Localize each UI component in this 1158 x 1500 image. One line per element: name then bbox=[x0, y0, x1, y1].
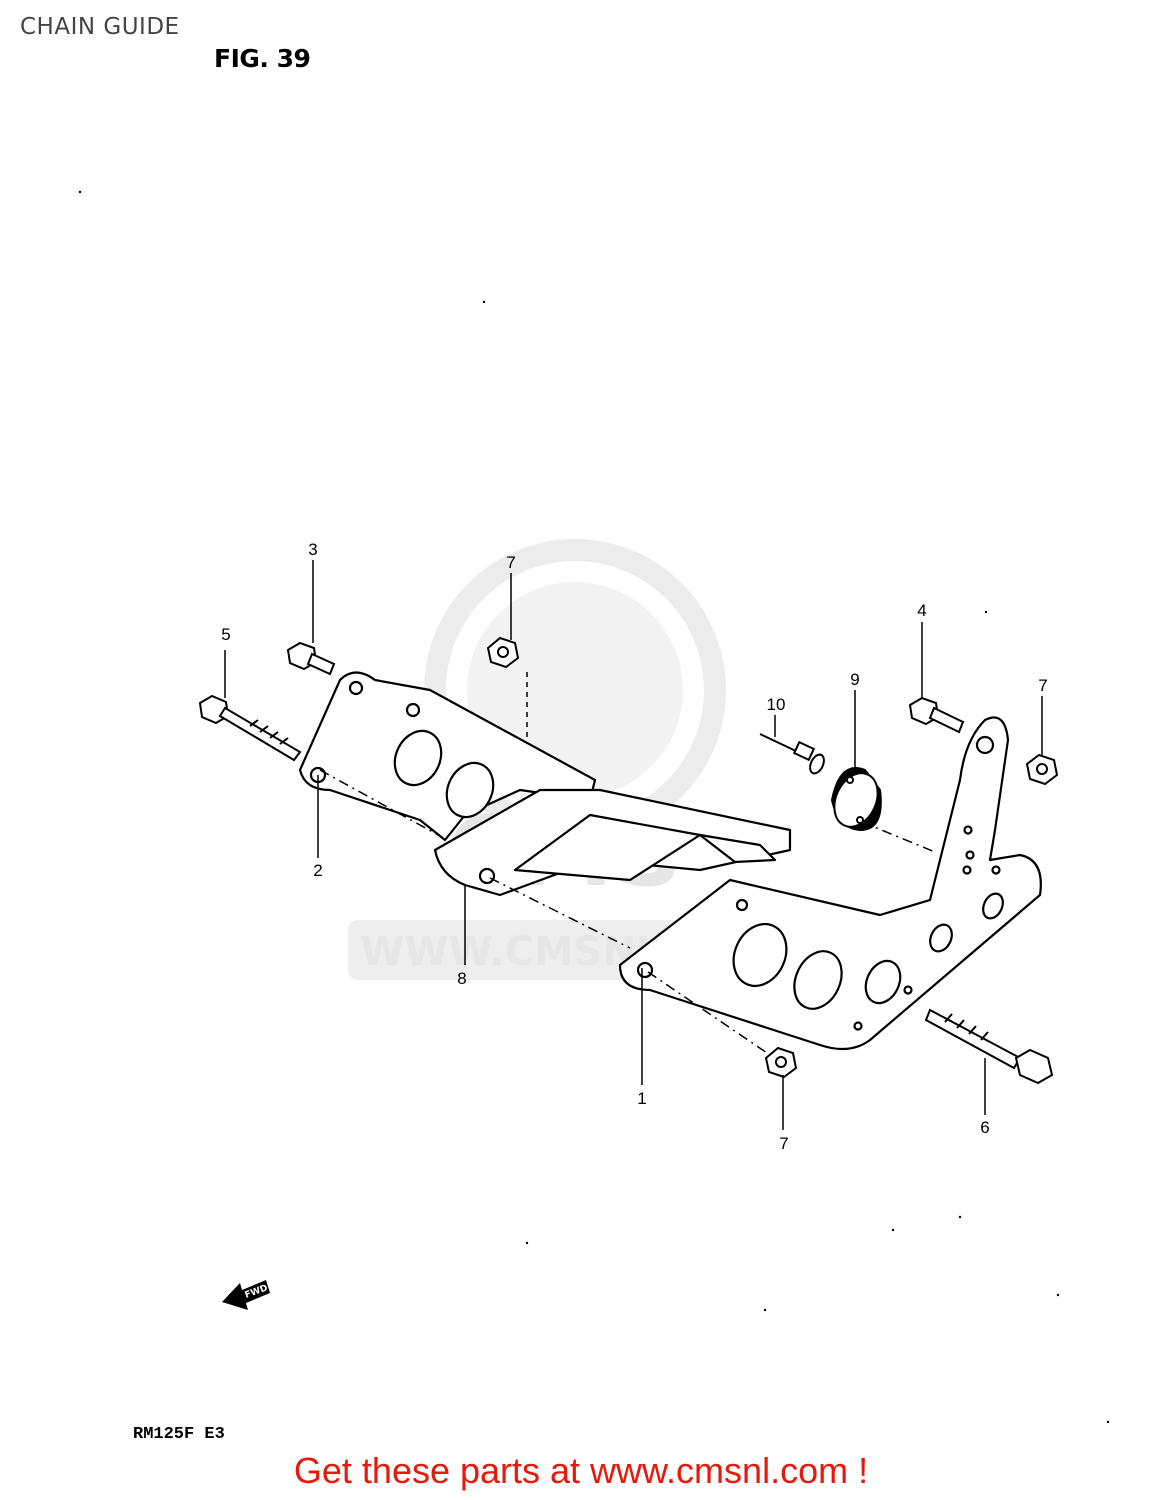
scan-specks bbox=[78, 190, 1110, 1424]
nut-part-7-top bbox=[486, 636, 520, 669]
leader-lines bbox=[224, 560, 1043, 1130]
callout-3: 3 bbox=[308, 540, 317, 559]
nut-part-7-right bbox=[1025, 753, 1059, 786]
callout-7-right: 7 bbox=[1038, 676, 1047, 695]
callout-7-top: 7 bbox=[506, 553, 515, 572]
fwd-arrow-icon: FWD bbox=[222, 1280, 270, 1310]
callout-2: 2 bbox=[313, 861, 322, 880]
bolt-part-5 bbox=[198, 694, 302, 762]
callout-10: 10 bbox=[767, 695, 786, 714]
nut-part-7-bottom bbox=[764, 1046, 798, 1079]
parts-link[interactable]: Get these parts at www.cmsnl.com ! bbox=[0, 1450, 1158, 1492]
callout-8: 8 bbox=[457, 969, 466, 988]
callout-4: 4 bbox=[917, 601, 926, 620]
parts-link-text: Get these parts at www.cmsnl.com ! bbox=[293, 1450, 869, 1491]
bolt-part-4 bbox=[908, 696, 965, 734]
callout-6: 6 bbox=[980, 1118, 989, 1137]
fasteners bbox=[198, 636, 1059, 1085]
chain-guide-part bbox=[298, 671, 1042, 1051]
rivet-part-10 bbox=[759, 733, 825, 775]
model-code: RM125F E3 bbox=[133, 1425, 225, 1444]
callout-9: 9 bbox=[850, 670, 859, 689]
callout-1: 1 bbox=[637, 1089, 646, 1108]
bolt-part-6 bbox=[924, 1008, 1054, 1085]
callout-7-bottom: 7 bbox=[779, 1134, 788, 1153]
callout-5: 5 bbox=[221, 625, 230, 644]
bolt-part-3 bbox=[286, 641, 336, 676]
figure-number: FIG. 39 bbox=[214, 44, 311, 73]
roller-part-9 bbox=[830, 767, 882, 832]
page-title: CHAIN GUIDE bbox=[20, 14, 180, 40]
